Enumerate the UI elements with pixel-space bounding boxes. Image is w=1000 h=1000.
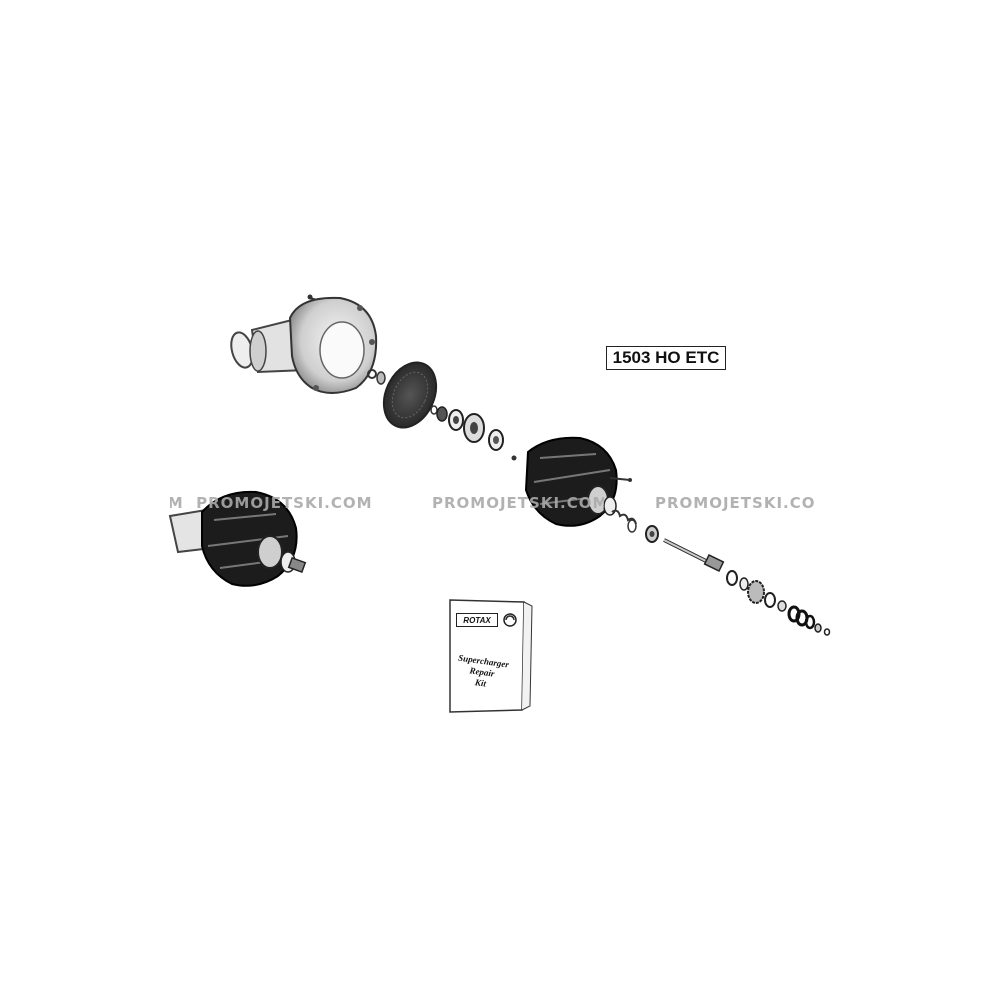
supercharger-assembled-left [168, 490, 307, 587]
repair-kit-booklet [449, 599, 533, 713]
gear-and-washers [726, 570, 831, 636]
kit-brand-label: ROTAX [456, 613, 498, 627]
housing-washers [367, 369, 386, 385]
engine-model-label: 1503 HO ETC [606, 346, 726, 370]
supercharger-body-center [524, 436, 632, 527]
watermark-left: OM PROMOJETSKI.COM [170, 494, 373, 512]
watermark-right: PROMOJETSKI.CO [655, 494, 816, 512]
shaft-assembly [611, 509, 725, 573]
watermark-center: PROMOJETSKI.COM [432, 494, 604, 512]
impeller-disk [382, 361, 438, 429]
supercharger-housing [230, 294, 378, 394]
bearing-set-upper [430, 405, 517, 461]
